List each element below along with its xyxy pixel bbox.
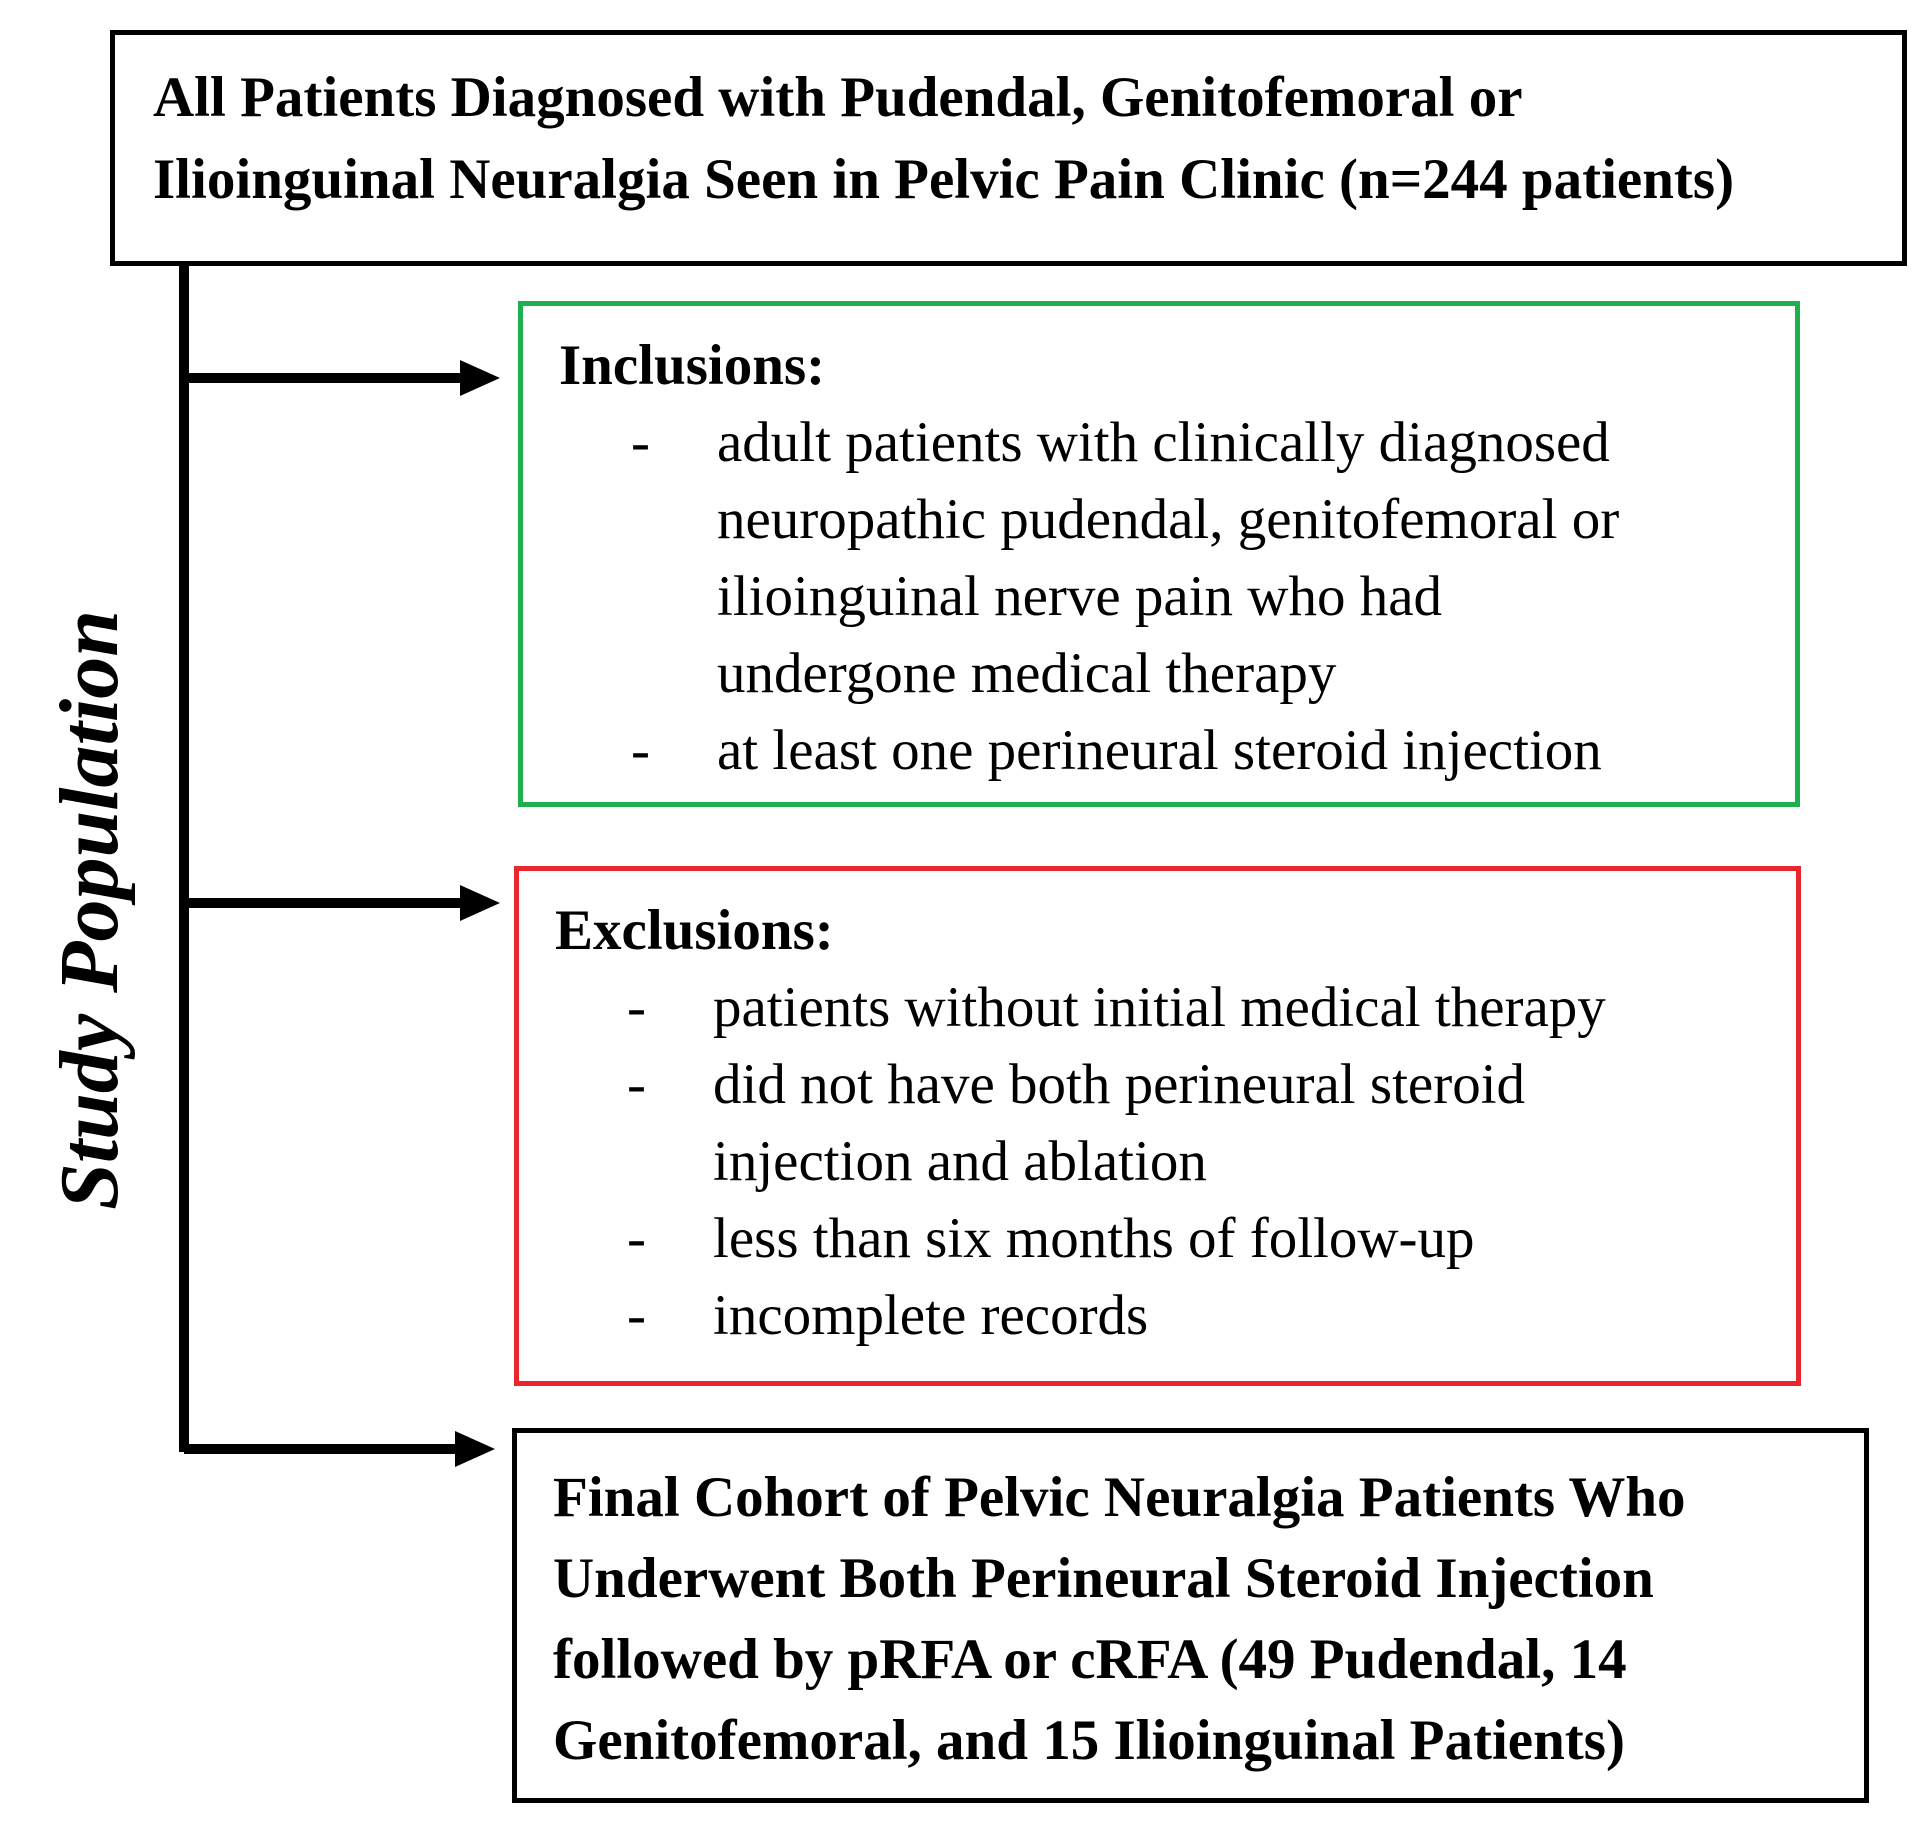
inclusion-item: - adult patients with clinically diagnos… [559, 404, 1795, 712]
arrow-to-exclusions [184, 885, 500, 921]
final-cohort-line: Final Cohort of Pelvic Neuralgia Patient… [553, 1466, 1686, 1529]
exclusion-item-line: incomplete records [713, 1284, 1149, 1347]
bullet-dash: - [631, 411, 650, 474]
inclusion-item-line: neuropathic pudendal, genitofemoral or [717, 488, 1620, 551]
bullet-dash: - [627, 1053, 646, 1116]
inclusions-heading: Inclusions: [559, 334, 826, 397]
final-cohort-line: followed by pRFA or cRFA (49 Pudendal, 1… [553, 1628, 1627, 1691]
exclusion-item: - patients without initial medical thera… [555, 969, 1796, 1046]
bullet-dash: - [627, 976, 646, 1039]
final-cohort-line: Underwent Both Perineural Steroid Inject… [553, 1547, 1654, 1610]
exclusion-item-line: injection and ablation [713, 1130, 1207, 1193]
all-patients-line: All Patients Diagnosed with Pudendal, Ge… [153, 66, 1523, 129]
bullet-dash: - [627, 1284, 646, 1347]
exclusions-heading: Exclusions: [555, 899, 834, 962]
arrow-to-final-cohort [184, 1431, 495, 1467]
exclusion-item: - less than six months of follow-up [555, 1200, 1796, 1277]
arrow-to-inclusions [184, 360, 500, 396]
inclusions-list: - adult patients with clinically diagnos… [559, 404, 1795, 789]
exclusion-item: - incomplete records [555, 1277, 1796, 1354]
inclusion-item-line: at least one perineural steroid injectio… [717, 719, 1602, 782]
inclusion-item-line: ilioinguinal nerve pain who had [717, 565, 1442, 628]
study-population-label: Study Population [43, 610, 136, 1210]
inclusion-item-line: undergone medical therapy [717, 642, 1337, 705]
exclusions-list: - patients without initial medical thera… [555, 969, 1796, 1354]
exclusion-item-line: did not have both perineural steroid [713, 1053, 1526, 1116]
final-cohort-line: Genitofemoral, and 15 Ilioinguinal Patie… [553, 1709, 1625, 1772]
bullet-dash: - [627, 1207, 646, 1270]
all-patients-line: Ilioinguinal Neuralgia Seen in Pelvic Pa… [153, 148, 1735, 211]
exclusion-item: - did not have both perineural steroid i… [555, 1046, 1796, 1200]
all-patients-box: All Patients Diagnosed with Pudendal, Ge… [110, 30, 1907, 266]
inclusions-box: Inclusions: - adult patients with clinic… [518, 301, 1800, 807]
inclusion-item: - at least one perineural steroid inject… [559, 712, 1795, 789]
inclusion-item-line: adult patients with clinically diagnosed [717, 411, 1610, 474]
exclusion-item-line: patients without initial medical therapy [713, 976, 1606, 1039]
bullet-dash: - [631, 719, 650, 782]
final-cohort-box: Final Cohort of Pelvic Neuralgia Patient… [512, 1428, 1869, 1803]
exclusions-box: Exclusions: - patients without initial m… [514, 866, 1801, 1386]
exclusion-item-line: less than six months of follow-up [713, 1207, 1475, 1270]
